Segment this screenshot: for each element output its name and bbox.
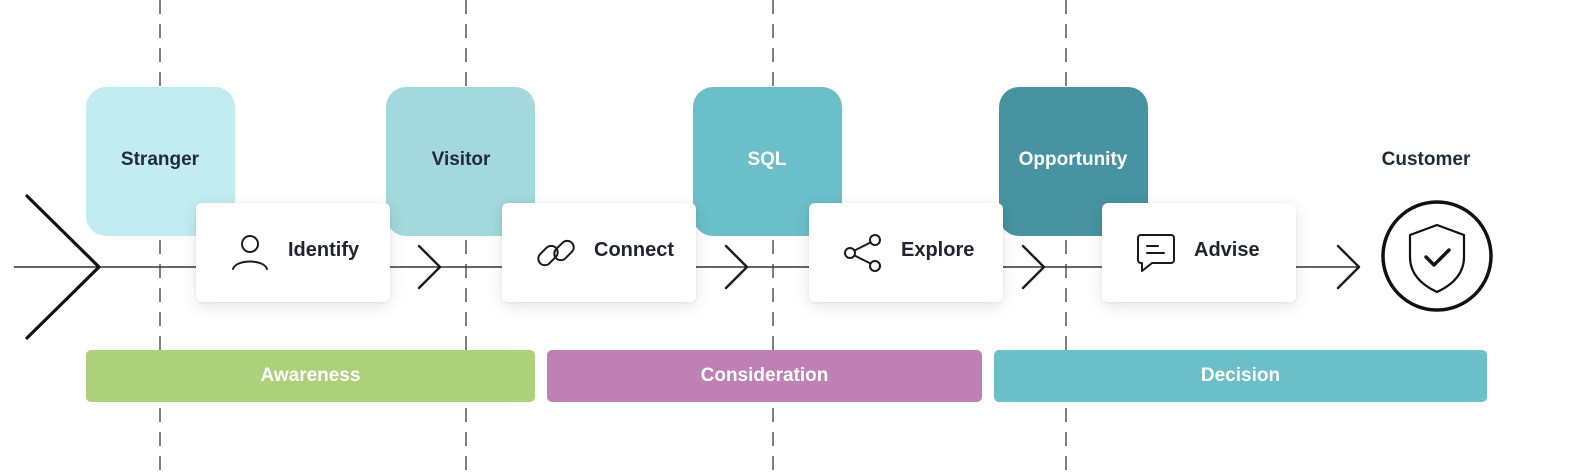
stage-label-stranger: Stranger: [120, 149, 200, 170]
stage-label-sql: SQL: [747, 149, 787, 170]
shield-check-icon: [1381, 200, 1493, 312]
step-label-explore: Explore: [901, 239, 975, 261]
phase-label-awareness: Awareness: [260, 365, 361, 386]
chevron-right-icon: [417, 244, 442, 290]
chevron-right-icon: [724, 244, 749, 290]
link-icon: [537, 239, 575, 267]
chevron-right-icon: [1021, 244, 1046, 290]
phase-bar-awareness: Awareness: [86, 350, 535, 402]
stage-label-opportunity: Opportunity: [1018, 149, 1128, 170]
phase-bar-decision: Decision: [994, 350, 1487, 402]
step-label-identify: Identify: [288, 239, 360, 261]
chat-icon: [1137, 234, 1175, 272]
user-icon: [232, 235, 268, 270]
phase-label-consideration: Consideration: [700, 365, 829, 386]
step-label-advise: Advise: [1194, 239, 1260, 261]
phase-label-decision: Decision: [1200, 365, 1281, 386]
phase-bar-consideration: Consideration: [547, 350, 982, 402]
step-card-advise: Advise: [1102, 203, 1296, 302]
step-card-explore: Explore: [809, 203, 1003, 302]
step-label-connect: Connect: [594, 239, 674, 261]
start-chevron-icon: [25, 194, 101, 340]
stage-label-visitor: Visitor: [431, 149, 491, 170]
step-card-connect: Connect: [502, 203, 696, 302]
stage-label-customer: Customer: [1381, 149, 1471, 170]
step-card-identify: Identify: [196, 203, 390, 302]
share-icon: [844, 234, 881, 272]
chevron-right-icon: [1336, 244, 1361, 290]
